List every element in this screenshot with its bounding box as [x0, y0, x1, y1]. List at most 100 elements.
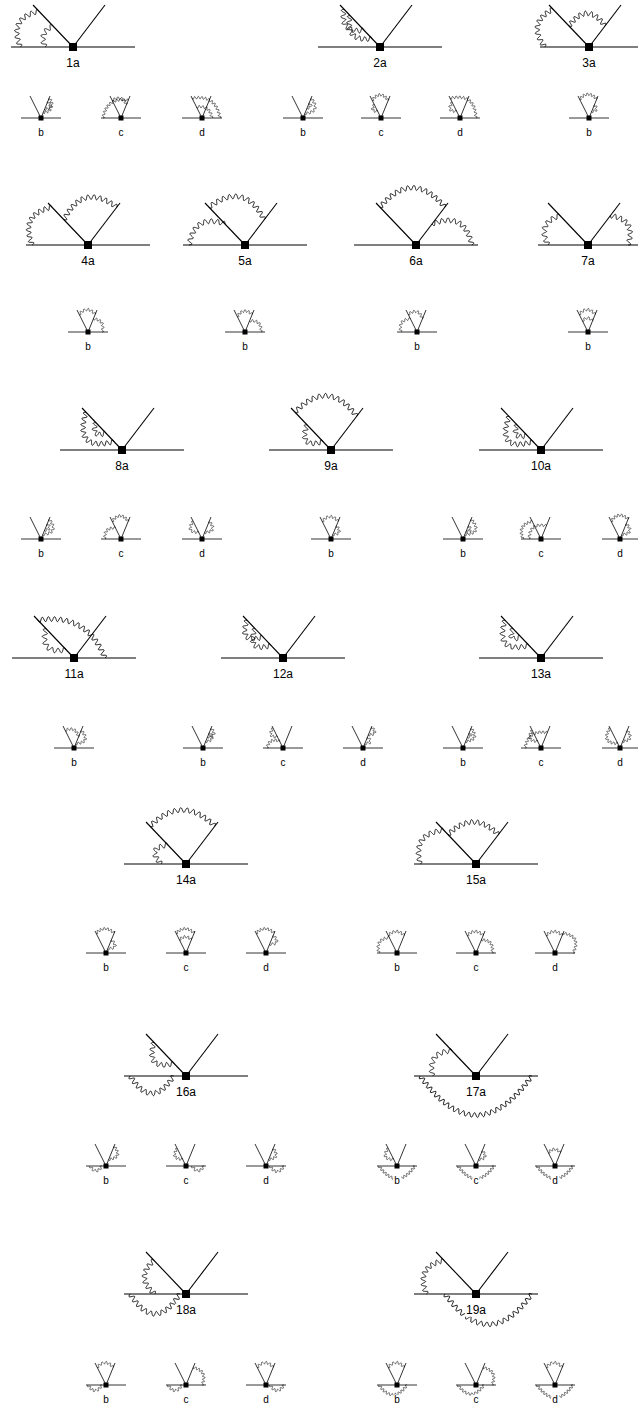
- feynman-diagram: [101, 96, 141, 121]
- vertex-square: [281, 746, 286, 751]
- vertex-square: [587, 116, 592, 121]
- fermion-line: [530, 726, 541, 748]
- diagram-label: 15a: [465, 874, 487, 887]
- photon-line: [623, 730, 632, 742]
- fermion-line: [476, 1034, 508, 1076]
- vertex-square: [474, 1164, 479, 1169]
- fermion-line: [255, 1363, 266, 1385]
- photon-line: [266, 739, 279, 748]
- fermion-line: [191, 517, 202, 539]
- fermion-line: [202, 517, 211, 539]
- feynman-diagram: [12, 616, 136, 662]
- photon-line: [108, 940, 117, 950]
- photon-line: [270, 935, 279, 945]
- photon-line: [64, 195, 117, 220]
- diagram-label: c: [280, 758, 287, 769]
- vertex-square: [184, 951, 189, 956]
- diagram-label: d: [551, 1395, 559, 1406]
- fermion-line: [544, 1363, 555, 1385]
- photon-line: [270, 728, 278, 738]
- fermion-line: [476, 1252, 508, 1294]
- photon-line: [45, 524, 50, 532]
- photon-line: [465, 519, 477, 536]
- photon-line: [444, 1294, 532, 1327]
- photon-line: [92, 423, 106, 437]
- diagram-label: b: [584, 342, 592, 353]
- photon-line: [15, 9, 39, 47]
- photon-line: [448, 820, 499, 836]
- fermion-line: [588, 203, 620, 245]
- photon-line: [89, 1166, 102, 1172]
- vertex-square: [184, 1164, 189, 1169]
- vertex-square: [553, 951, 558, 956]
- photon-line: [429, 1049, 452, 1076]
- feynman-diagram: [21, 517, 61, 542]
- photon-line: [153, 843, 168, 864]
- feynman-diagram: [568, 308, 608, 334]
- vertex-square: [461, 746, 466, 751]
- photon-line: [605, 728, 617, 745]
- diagram-label: d: [198, 549, 206, 560]
- fermion-line: [186, 1034, 218, 1076]
- vertex-square: [104, 951, 109, 956]
- diagram-label: b: [102, 1176, 110, 1187]
- photon-line: [333, 526, 341, 536]
- vertex-square: [586, 330, 591, 335]
- vertex-square: [118, 446, 126, 454]
- photon-line: [191, 1166, 204, 1172]
- feynman-diagram: [520, 517, 561, 542]
- diagram-label: d: [551, 963, 559, 974]
- fermion-line: [175, 931, 186, 953]
- fermion-line: [380, 5, 412, 47]
- vertex-square: [201, 746, 206, 751]
- photon-line: [205, 521, 214, 533]
- diagram-label: 7a: [580, 255, 595, 268]
- vertex-square: [376, 43, 384, 51]
- vertex-square: [301, 116, 306, 121]
- vertex-square: [618, 746, 623, 751]
- feynman-diagram: [86, 927, 126, 955]
- feynman-diagram: [443, 726, 483, 751]
- diagram-label: c: [538, 549, 545, 560]
- diagram-label: c: [473, 1395, 480, 1406]
- vertex-square: [461, 537, 466, 542]
- vertex-square: [184, 1383, 189, 1388]
- feynman-diagram: [456, 930, 496, 955]
- vertex-square: [86, 330, 91, 335]
- diagram-label: b: [393, 1395, 401, 1406]
- photon-line: [479, 1151, 487, 1161]
- photon-line: [173, 1148, 182, 1160]
- photon-line: [176, 927, 194, 933]
- photon-line: [307, 103, 312, 110]
- diagram-label: b: [102, 963, 110, 974]
- vertex-square: [327, 446, 335, 454]
- fermion-line: [175, 1144, 186, 1166]
- photon-line: [206, 733, 214, 743]
- fermion-line: [363, 726, 372, 748]
- fermion-line: [452, 517, 463, 539]
- vertex-square: [264, 1164, 269, 1169]
- photon-line: [179, 936, 191, 941]
- photon-line: [269, 1148, 278, 1160]
- feynman-diagram: [443, 517, 483, 542]
- diagram-label: c: [183, 1176, 190, 1187]
- photon-line: [109, 1146, 119, 1160]
- diagram-label: b: [241, 342, 249, 353]
- photon-line: [189, 521, 199, 533]
- diagram-label: b: [393, 1176, 401, 1187]
- vertex-square: [279, 654, 287, 662]
- feynman-diagram: [377, 930, 417, 955]
- photon-line: [468, 733, 473, 739]
- vertex-square: [553, 1164, 558, 1169]
- feynman-diagram: [602, 514, 638, 541]
- feynman-diagram: [11, 5, 135, 51]
- photon-line: [503, 416, 533, 446]
- photon-line: [112, 515, 129, 522]
- fermion-line: [620, 726, 629, 748]
- fermion-line: [82, 408, 122, 450]
- photon-line: [548, 1148, 560, 1153]
- diagram-label: c: [118, 549, 125, 560]
- vertex-square: [412, 241, 420, 249]
- diagram-label: 17a: [465, 1086, 487, 1099]
- photon-line: [399, 318, 410, 332]
